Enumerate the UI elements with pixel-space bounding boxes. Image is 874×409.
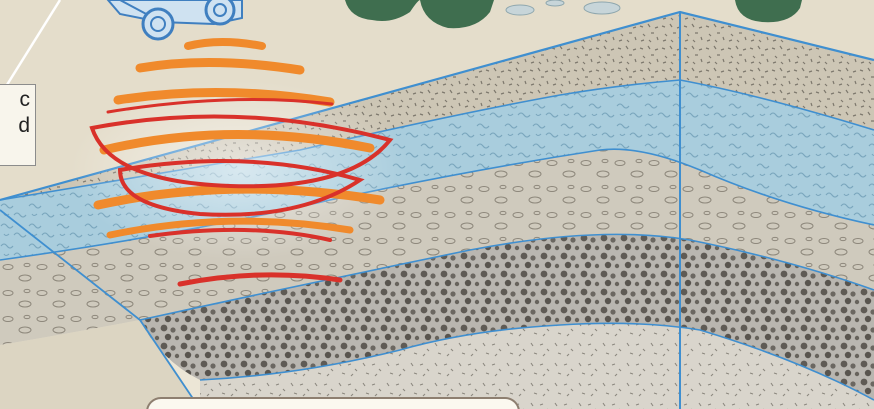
callout-line-2: d xyxy=(0,113,35,139)
callout-box: c d xyxy=(0,84,36,166)
wave-orange xyxy=(188,42,262,46)
callout-line-1: c xyxy=(0,87,35,113)
caption-box xyxy=(146,397,520,409)
